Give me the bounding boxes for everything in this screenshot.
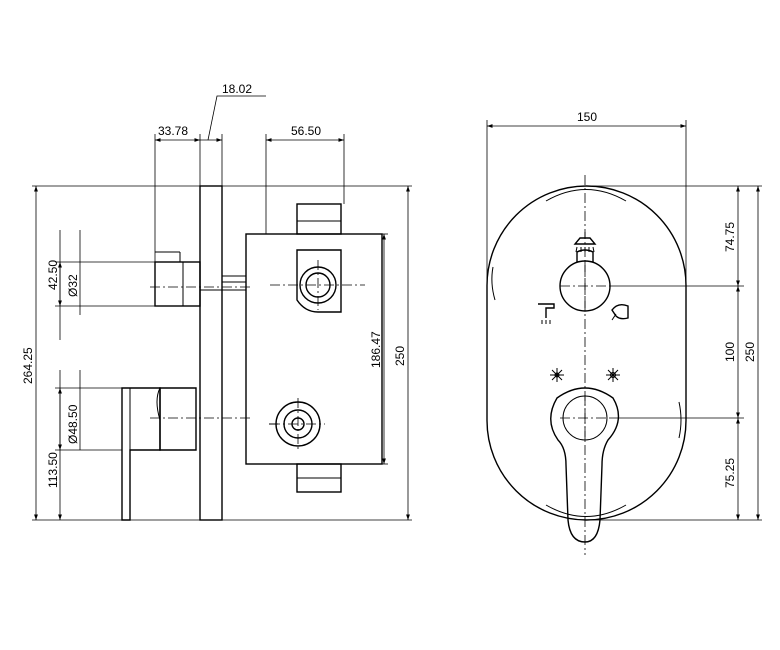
mixer-lever-front xyxy=(550,387,620,543)
concealed-box xyxy=(245,233,383,465)
hand-shower-icon xyxy=(611,303,629,321)
tub-spout-icon xyxy=(538,303,555,324)
hot-icon xyxy=(606,368,620,382)
dim-handle-depth-label: 33.78 xyxy=(158,124,188,138)
box-top-flange xyxy=(296,203,342,235)
dim-between-centers-label: 100 xyxy=(723,342,737,362)
upper-port xyxy=(296,249,342,313)
dim-top-offset-label: 18.02 xyxy=(222,82,252,96)
diverter-knob-side xyxy=(154,261,201,307)
dim-spout-dia-label: Ø32 xyxy=(66,274,80,297)
cold-icon xyxy=(550,368,564,382)
front-view: 150 74.75 100 75.25 250 xyxy=(486,110,762,555)
dim-handle-dia-label: Ø48.50 xyxy=(66,404,80,444)
mixer-handle-side xyxy=(159,387,197,451)
dim-plate-height-side-label: 250 xyxy=(393,346,407,366)
dim-spout-height-label: 42.50 xyxy=(46,260,60,290)
dim-plate-height-front-label: 250 xyxy=(743,342,757,362)
cover-plate-front xyxy=(486,185,687,521)
dim-plate-width-label: 150 xyxy=(577,110,597,124)
spindle xyxy=(221,275,247,283)
dim-lower-to-bottom-label: 75.25 xyxy=(723,458,737,488)
cover-plate-side xyxy=(199,185,223,521)
dim-handle-height-label: 113.50 xyxy=(46,452,60,488)
leader-top-offset xyxy=(207,95,266,141)
side-view: 18.02 33.78 56.50 264.25 42.50 Ø32 113.5… xyxy=(21,82,412,521)
dim-overall-height-label: 264.25 xyxy=(21,347,35,384)
dim-upper-to-center-label: 74.75 xyxy=(723,222,737,252)
dim-box-width-label: 56.50 xyxy=(291,124,321,138)
dim-box-height-label: 186.47 xyxy=(369,331,383,368)
